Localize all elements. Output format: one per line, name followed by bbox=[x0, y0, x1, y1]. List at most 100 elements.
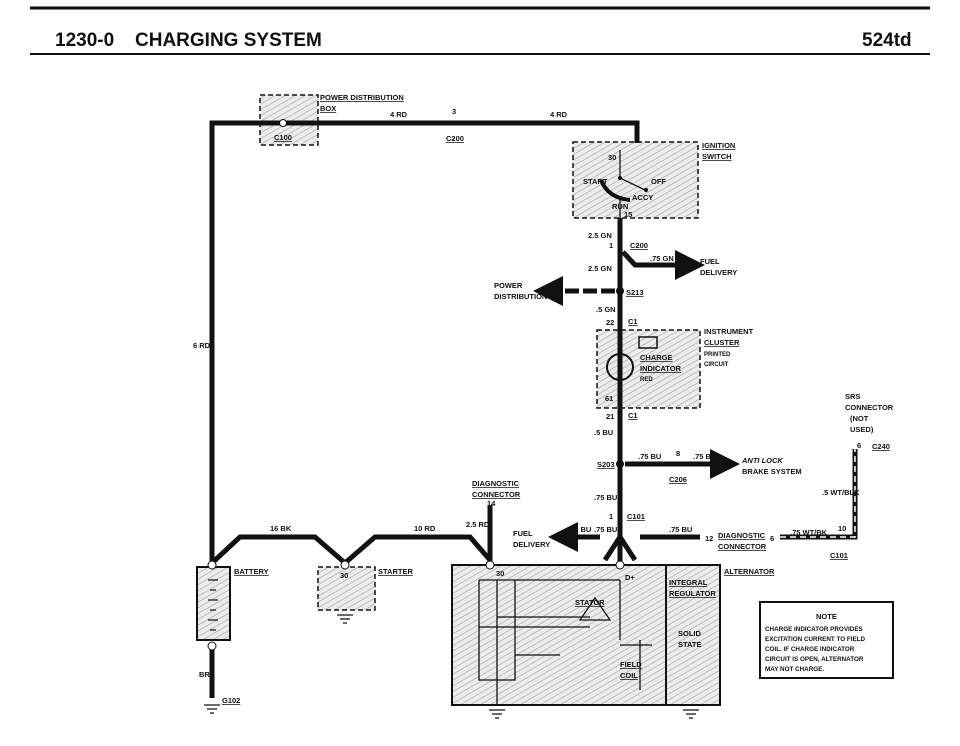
starter bbox=[317, 566, 376, 611]
connector-c240: C240 bbox=[872, 442, 890, 451]
pos-run: RUN bbox=[612, 202, 628, 211]
starter-label: STARTER bbox=[378, 567, 413, 576]
cluster-label: INSTRUMENT bbox=[704, 327, 754, 336]
power-dist-label: POWER bbox=[494, 281, 523, 290]
battery-label: BATTERY bbox=[234, 567, 269, 576]
pin: 21 bbox=[606, 412, 614, 421]
splice-s213: S213 bbox=[626, 288, 644, 297]
wire-label: .75 BU bbox=[669, 525, 692, 534]
ignition-label: IGNITION bbox=[702, 141, 735, 150]
grounds bbox=[204, 614, 699, 719]
pin: 1 bbox=[609, 512, 613, 521]
srs-label: USED) bbox=[850, 425, 874, 434]
abs-label: BRAKE SYSTEM bbox=[742, 467, 802, 476]
connector-c206: C206 bbox=[669, 475, 687, 484]
alt-pin-30: 30 bbox=[496, 569, 504, 578]
wire-label: .5 WT/BLK bbox=[822, 488, 860, 497]
splice-s203: S203 bbox=[597, 460, 615, 469]
pin: 22 bbox=[606, 318, 614, 327]
alternator-label: ALTERNATOR bbox=[724, 567, 775, 576]
cluster-label: CIRCUIT bbox=[704, 362, 729, 368]
wire-label: .75 BU bbox=[693, 452, 716, 461]
pin: 10 bbox=[838, 524, 846, 533]
diag-left-label: CONNECTOR bbox=[472, 490, 521, 499]
power-distribution-box bbox=[259, 94, 319, 146]
field-coil-label: FIELD bbox=[620, 660, 642, 669]
charge-indicator-lamp bbox=[606, 333, 658, 405]
pin-30: 30 bbox=[608, 153, 616, 162]
wire-label: .75 BU bbox=[568, 525, 591, 534]
wire-label: 16 BK bbox=[270, 524, 292, 533]
power-box-label: BOX bbox=[320, 104, 336, 113]
wire-label: BR bbox=[199, 670, 210, 679]
note-line: EXCITATION CURRENT TO FIELD bbox=[765, 636, 866, 643]
battery bbox=[196, 566, 231, 641]
pin: 8 bbox=[676, 449, 680, 458]
note-line: COIL. IF CHARGE INDICATOR bbox=[765, 646, 855, 653]
rectifier-and-stator bbox=[478, 579, 652, 705]
wire-label: .75 GN bbox=[650, 254, 674, 263]
pin-61: 61 bbox=[605, 394, 613, 403]
pin: 3 bbox=[452, 107, 456, 116]
pin: 6 bbox=[770, 534, 774, 543]
wire-label: .75 WT/BK bbox=[790, 528, 828, 537]
srs-label: (NOT bbox=[850, 414, 869, 423]
wire-label: 2.5 GN bbox=[588, 231, 612, 240]
fuel-delivery-label: FUEL bbox=[700, 257, 720, 266]
abs-label: ANTI LOCK bbox=[741, 456, 783, 465]
wire-label: 2.5 GN bbox=[588, 264, 612, 273]
instrument-cluster bbox=[596, 329, 701, 409]
pos-off: OFF bbox=[651, 177, 666, 186]
fuel-delivery-label: DELIVERY bbox=[700, 268, 737, 277]
note-line: MAY NOT CHARGE. bbox=[765, 666, 824, 673]
note-line: CIRCUIT IS OPEN, ALTERNATOR bbox=[765, 656, 864, 663]
fuel-delivery-label: DELIVERY bbox=[513, 540, 550, 549]
wire-label: .75 BU bbox=[638, 452, 661, 461]
wire-label: 10 RD bbox=[414, 524, 436, 533]
diag-right-label: DIAGNOSTIC bbox=[718, 531, 766, 540]
indicator-label: CHARGE bbox=[640, 353, 673, 362]
diag-left-label: DIAGNOSTIC bbox=[472, 479, 520, 488]
battery-cells bbox=[208, 579, 218, 631]
field-coil-label: COIL bbox=[620, 671, 638, 680]
regulator-label: REGULATOR bbox=[669, 589, 716, 598]
connector-c101: C101 bbox=[627, 512, 645, 521]
srs-label: SRS bbox=[845, 392, 860, 401]
regulator-type: STATE bbox=[678, 640, 701, 649]
ignition-contacts bbox=[599, 150, 648, 218]
power-dist-label: DISTRIBUTION bbox=[494, 292, 547, 301]
ignition-switch bbox=[572, 141, 699, 219]
pin-15: 15 bbox=[624, 210, 632, 219]
pin: 6 bbox=[857, 441, 861, 450]
cluster-label: PRINTED bbox=[704, 352, 731, 358]
model-label: 524td bbox=[862, 30, 912, 51]
connector-c1: C1 bbox=[628, 317, 638, 326]
ignition-label: SWITCH bbox=[702, 152, 732, 161]
page-title: CHARGING SYSTEM bbox=[135, 30, 322, 51]
power-box-label: POWER DISTRIBUTION bbox=[320, 93, 404, 102]
junction-dots bbox=[207, 119, 625, 651]
alt-pin-dplus: D+ bbox=[625, 573, 635, 582]
connector-c1: C1 bbox=[628, 411, 638, 420]
pin: 14 bbox=[487, 499, 496, 508]
stator-label: STATOR bbox=[575, 598, 605, 607]
indicator-label: INDICATOR bbox=[640, 364, 682, 373]
cluster-label: CLUSTER bbox=[704, 338, 740, 347]
wire-label: .75 BU bbox=[594, 525, 617, 534]
wire-label: 4 RD bbox=[390, 110, 408, 119]
wire-label: 6 RD bbox=[193, 341, 211, 350]
fuel-delivery-label: FUEL bbox=[513, 529, 533, 538]
pin: 1 bbox=[609, 241, 613, 250]
pin: 12 bbox=[705, 534, 713, 543]
note-box bbox=[759, 601, 894, 679]
pos-start: START bbox=[583, 177, 608, 186]
connector-c100: C100 bbox=[274, 133, 292, 142]
ground-g102: G102 bbox=[222, 696, 240, 705]
indicator-color: RED bbox=[640, 377, 653, 383]
wire-label: .5 GN bbox=[596, 305, 616, 314]
wire-label: 2.5 RD bbox=[466, 520, 490, 529]
connector-c101: C101 bbox=[830, 551, 848, 560]
note-line: CHARGE INDICATOR PROVIDES bbox=[765, 626, 863, 633]
connector-c200: C200 bbox=[630, 241, 648, 250]
